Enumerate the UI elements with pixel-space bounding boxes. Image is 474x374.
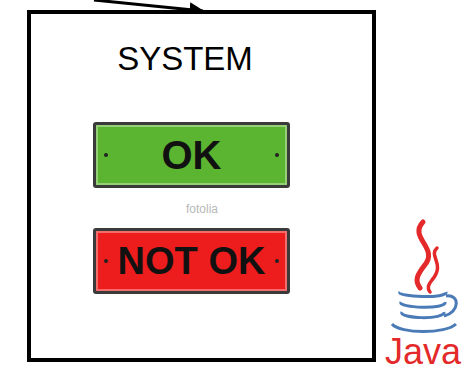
java-cup-handle <box>444 296 456 316</box>
system-box: SYSTEM OK NOT OK <box>27 10 376 362</box>
node-text: NOT OK <box>118 240 266 283</box>
node-text: SYSTEM <box>31 40 339 78</box>
watermark: fotolia <box>186 202 218 216</box>
java-logo <box>392 222 456 332</box>
java-steam <box>428 248 437 292</box>
java-cup <box>400 292 446 297</box>
java-wordmark: Java <box>385 331 461 373</box>
java-cup <box>401 302 445 307</box>
ok-button: OK <box>93 122 290 188</box>
not-ok-button: NOT OK <box>93 228 290 294</box>
java-saucer <box>392 324 456 332</box>
java-steam <box>417 222 429 288</box>
node-text: OK <box>162 133 222 178</box>
java-cup <box>402 312 444 318</box>
